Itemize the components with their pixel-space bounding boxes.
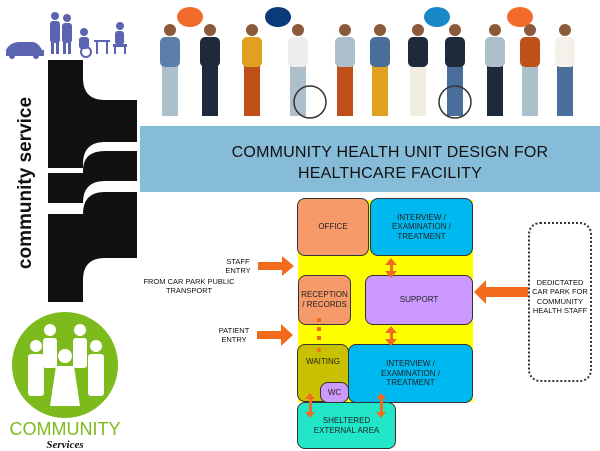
person-figure [335, 24, 355, 116]
person-figure [370, 24, 390, 116]
speech-bubble-icon [507, 7, 533, 27]
page-title: COMMUNITY HEALTH UNIT DESIGN FOR HEALTHC… [140, 143, 600, 185]
car-park-label: DEDICTATED CAR PARK FOR COMMUNITY HEALTH… [532, 278, 588, 316]
title-banner [140, 126, 600, 192]
person-figure [408, 24, 428, 116]
support-interview-arrow [385, 326, 397, 346]
car-park-zone [528, 222, 592, 382]
waiting-sheltered-arrow [305, 393, 315, 418]
person-figure [520, 24, 540, 116]
person-figure [242, 24, 262, 116]
room-reception: RECEPTION / RECORDS [298, 275, 351, 325]
reception-waiting-dot [317, 348, 321, 352]
room-interview-bottom: INTERVIEW / EXAMINATION / TREATMENT [348, 344, 473, 403]
room-support: SUPPORT [365, 275, 473, 325]
wheelchair-icon [438, 85, 472, 119]
community-services-logo-title: COMMUNITY [9, 419, 121, 439]
staff-entry-label: STAFF ENTRY [225, 257, 251, 276]
person-figure [160, 24, 180, 116]
community-services-logo [12, 312, 118, 418]
person-figure [200, 24, 220, 116]
reception-waiting-dot [317, 327, 321, 331]
room-office: OFFICE [297, 198, 369, 256]
room-interview-top: INTERVIEW / EXAMINATION / TREATMENT [370, 198, 473, 256]
room-waiting-label: WAITING [306, 357, 340, 366]
people-illustration [160, 7, 575, 119]
community-service-logo [6, 12, 137, 302]
speech-bubble-icon [177, 7, 203, 27]
person-figure [555, 24, 575, 116]
room-sheltered-external: SHELTERED EXTERNAL AREA [297, 402, 396, 449]
interview-support-arrow [385, 258, 397, 278]
patient-entry-arrow [257, 324, 293, 346]
person-figure [445, 24, 465, 116]
community-services-logo-subtitle: Services [46, 439, 84, 451]
person-figure [485, 24, 505, 116]
from-label: FROM CAR PARK PUBLIC TRANSPORT [143, 277, 235, 296]
interview-sheltered-arrow [376, 393, 386, 418]
car-park-arrow [474, 280, 528, 304]
title-line-1: COMMUNITY HEALTH UNIT DESIGN FOR [231, 144, 549, 161]
reception-waiting-dot [317, 336, 321, 340]
patient-entry-label: PATIENT ENTRY [218, 326, 250, 345]
staff-entry-arrow [258, 256, 294, 276]
wheelchair-icon [293, 85, 327, 119]
reception-waiting-dot [317, 318, 321, 322]
speech-bubble-icon [424, 7, 450, 27]
title-line-2: HEALTHCARE FACILITY [298, 164, 482, 182]
speech-bubble-icon [265, 7, 291, 27]
